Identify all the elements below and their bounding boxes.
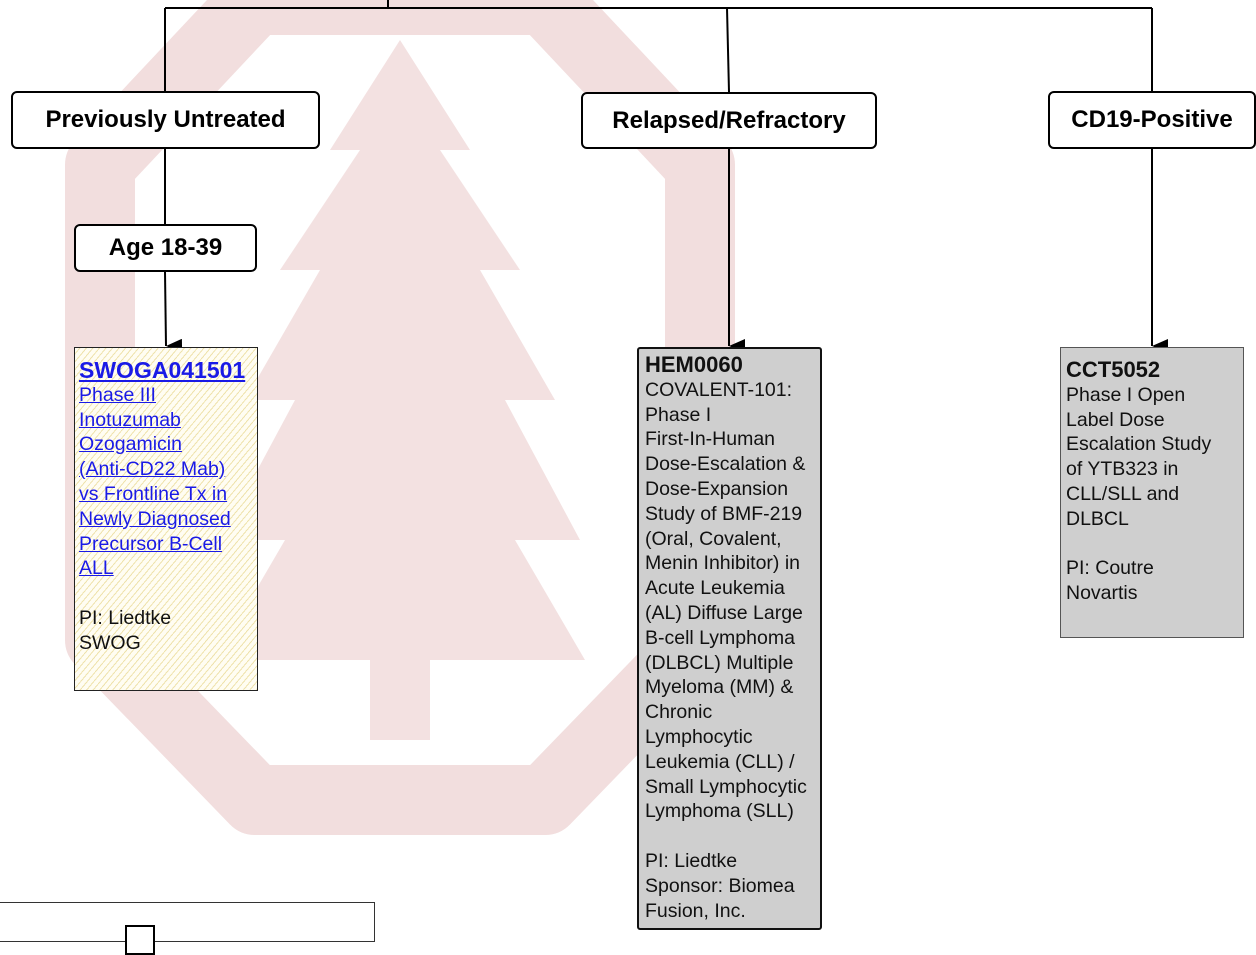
trial-title: COVALENT-101: Phase I First-In-Human Dos… [645,378,807,823]
legend-box [0,902,375,955]
trial-id: CCT5052 [1066,357,1161,382]
category-label: CD19-Positive [1071,106,1233,133]
trial-id: SWOGA041501 [79,357,246,383]
trial-box-hem0060[interactable]: HEM0060 COVALENT-101: Phase I First-In-H… [637,347,822,930]
trial-pi: PI: Liedtke Sponsor: Biomea Fusion, Inc. [645,849,795,922]
trial-title: Phase I Open Label Dose Escalation Study… [1066,383,1212,530]
trial-box-cct5052[interactable]: CCT5052 Phase I Open Label Dose Escalati… [1060,347,1244,638]
trial-id: HEM0060 [645,352,743,377]
tree-logo-watermark [65,0,735,835]
category-label: Relapsed/Refractory [612,106,846,134]
category-label: Age 18-39 [108,234,223,261]
category-age-18-39[interactable]: Age 18-39 [74,224,257,272]
category-relapsed-refractory[interactable]: Relapsed/Refractory [581,92,877,149]
trial-pi: PI: Coutre Novartis [1066,557,1154,605]
category-previously-untreated[interactable]: Previously Untreated [11,91,320,149]
category-label: Previously Untreated [45,106,286,133]
trial-box-swoga041501: SWOGA041501 Phase III Inotuzumab Ozogami… [74,347,258,691]
trial-link-swoga041501[interactable]: SWOGA041501 Phase III Inotuzumab Ozogami… [79,358,254,581]
category-cd19-positive[interactable]: CD19-Positive [1048,91,1256,149]
trial-pi: PI: Liedtke SWOG [79,606,172,654]
trial-title: Phase III Inotuzumab Ozogamicin (Anti-CD… [79,383,231,580]
